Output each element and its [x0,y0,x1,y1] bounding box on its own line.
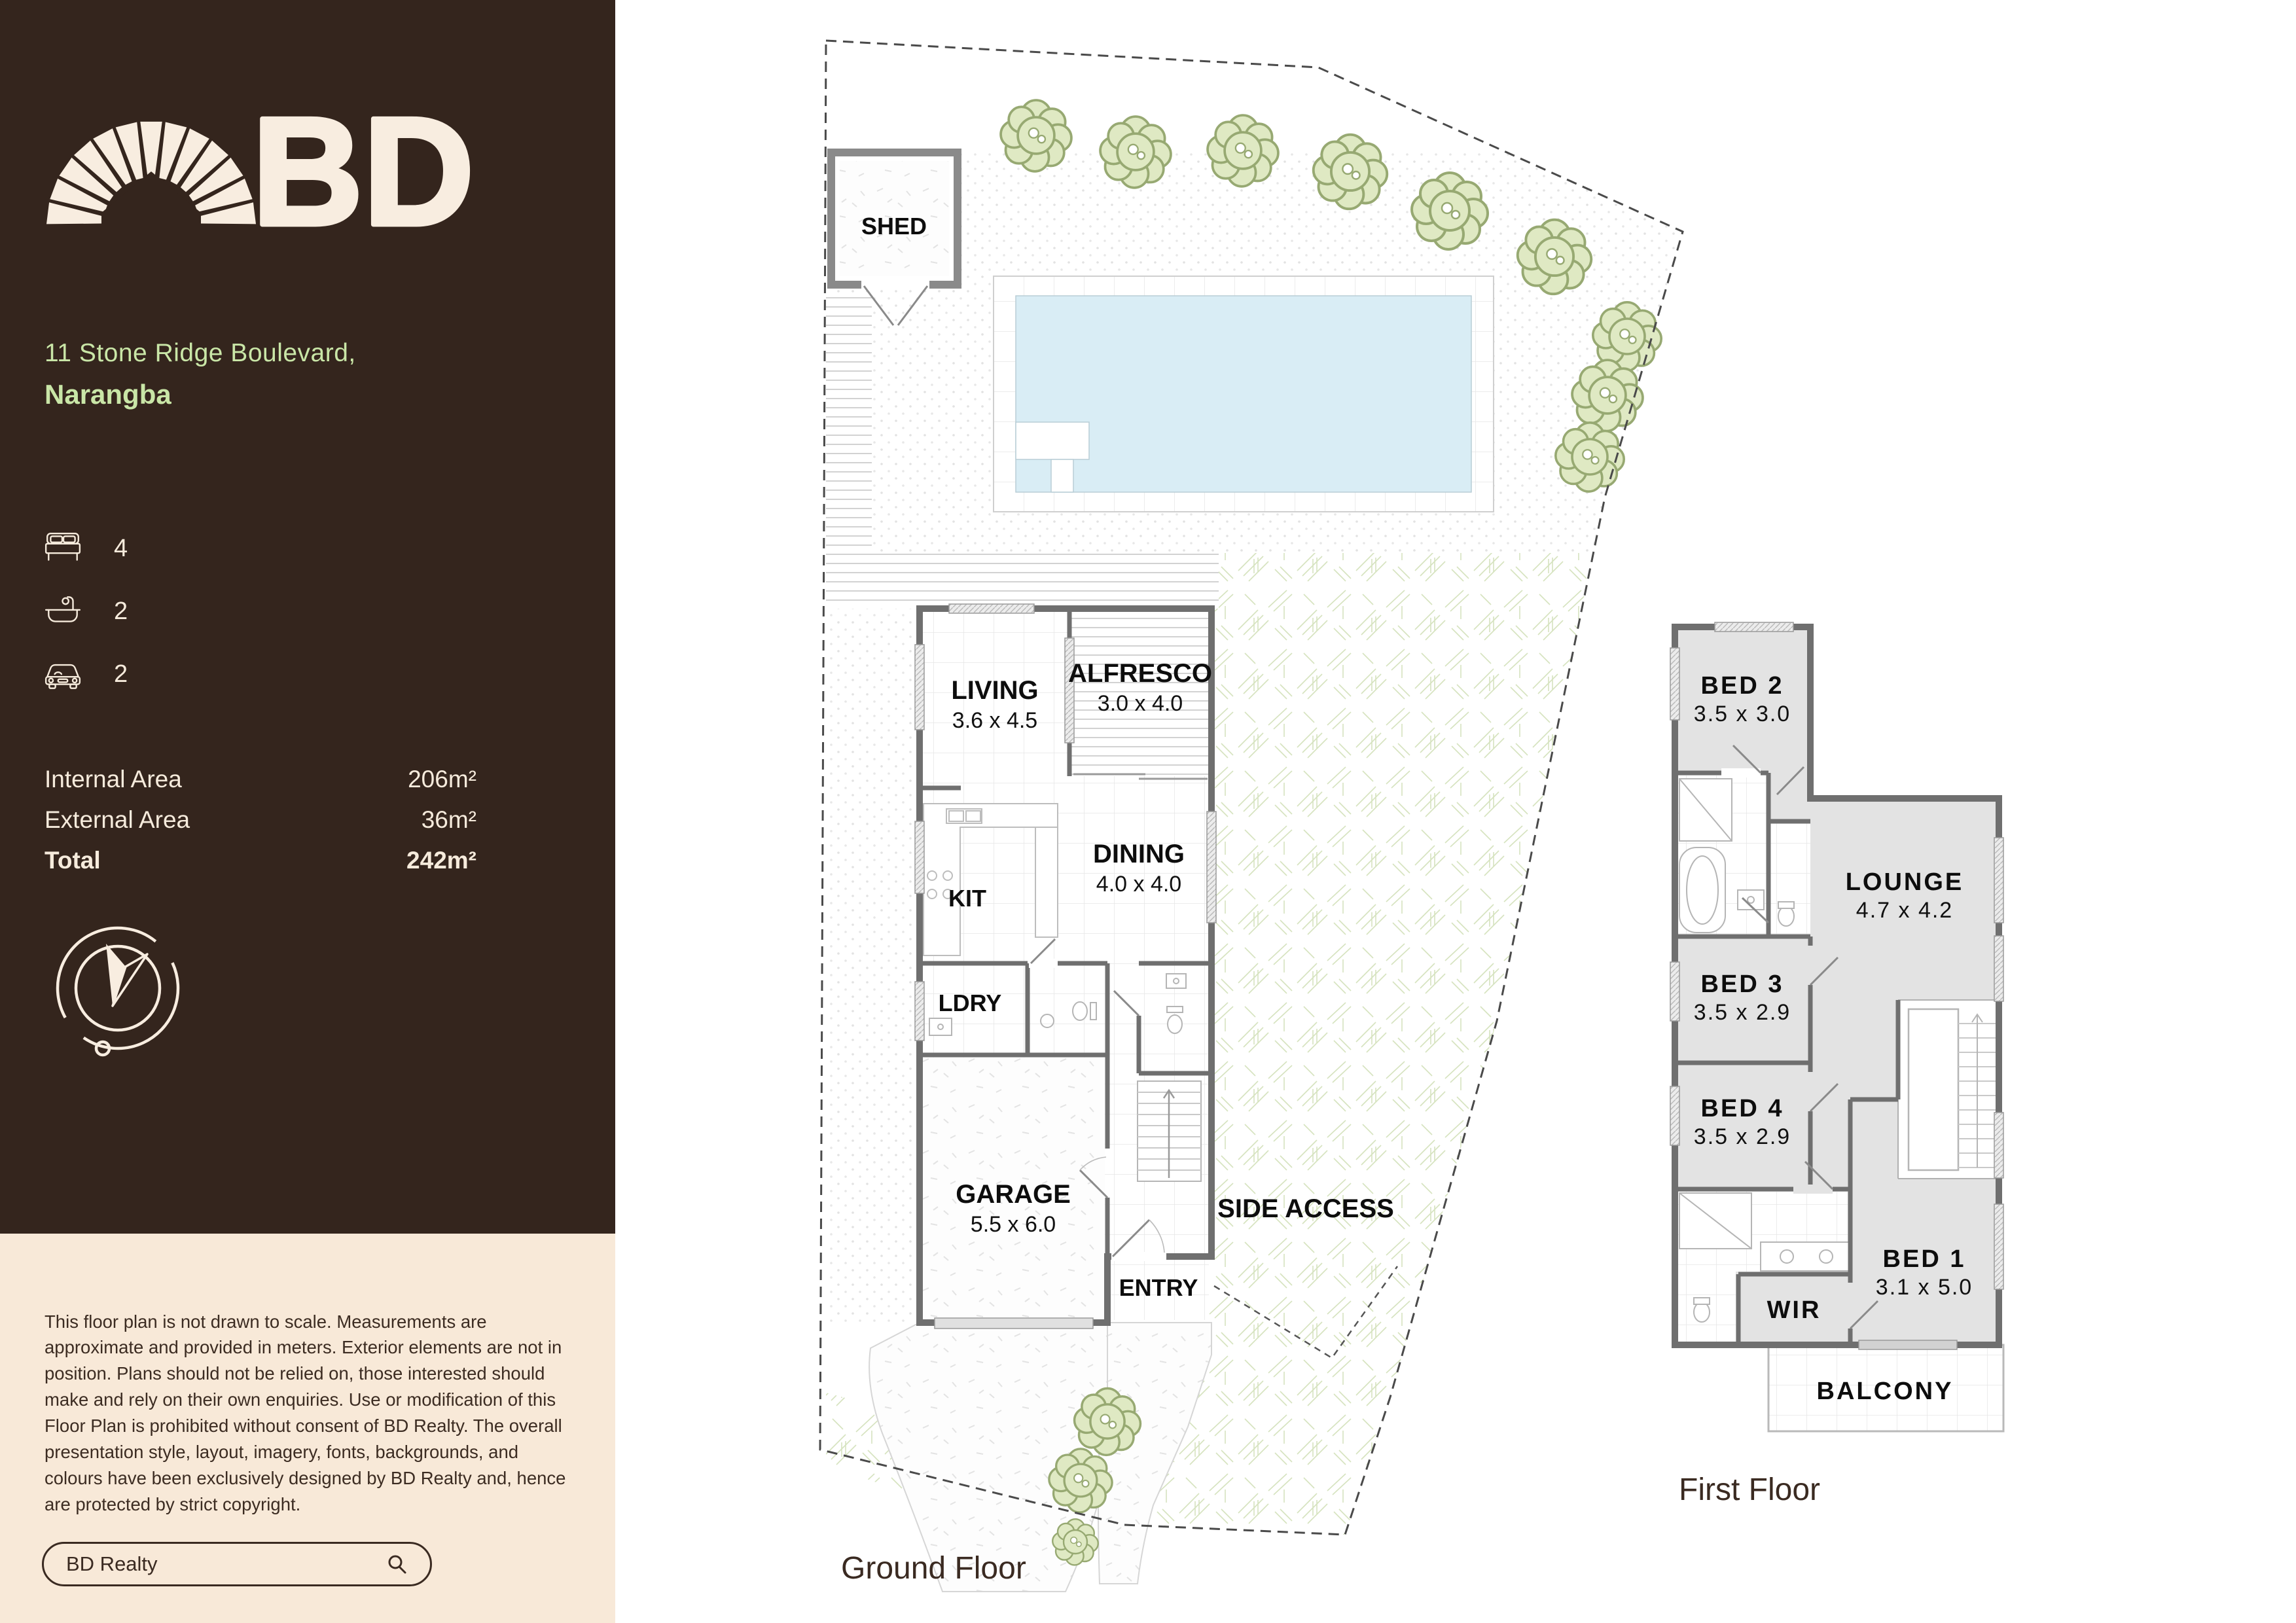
stairs [1137,1080,1202,1182]
lounge-dims: 4.7 x 4.2 [1856,898,1953,923]
alfresco-label: ALFRESCO [1068,659,1212,688]
alfresco-dims: 3.0 x 4.0 [1098,691,1183,716]
first-floor-outer-walls [1672,624,2002,1348]
stairs-void [1897,999,1999,1179]
grass-side-yard [1124,553,1593,1535]
windows [914,603,1217,1041]
sidebar: BD 11 Stone Ridge Boulevard, Narangba 4 [0,0,615,1623]
sidebar-brand-panel: BD 11 Stone Ridge Boulevard, Narangba 4 [0,0,615,1234]
bed-icon [45,533,81,561]
disclaimer-text: This floor plan is not drawn to scale. M… [45,1311,566,1514]
ground-floor-title: Ground Floor [841,1551,1026,1586]
kitchen-bench [923,803,1058,956]
dining-label: DINING [1093,840,1185,868]
internal-area-value: 206m² [408,766,476,793]
cars-count: 2 [114,660,128,688]
external-area-value: 36m² [421,806,476,833]
bed4-dims: 3.5 x 2.9 [1694,1124,1791,1149]
balcony-label: BALCONY [1817,1378,1954,1405]
first-floor-doors [1721,744,1879,1330]
search-value: BD Realty [66,1552,158,1575]
laundry-label: LDRY [939,990,1002,1016]
brand-text: BD [252,85,474,229]
side-gate-line [1213,1266,1399,1359]
stat-baths: 2 [43,580,128,643]
internal-area-label: Internal Area [45,766,182,793]
stat-cars: 2 [43,643,128,705]
total-area-value: 242m² [406,847,476,874]
total-area-row: Total 242m² [45,840,476,881]
car-icon [45,664,81,689]
side-deck [826,296,872,553]
shed: SHED [827,149,961,326]
alfresco-slider [1073,773,1208,780]
living-label: LIVING [951,676,1038,705]
balcony-floor [1767,1344,2005,1433]
bed2-dims: 3.5 x 3.0 [1694,702,1791,726]
first-floor-fixtures [1679,778,1851,1323]
address-line1: 11 Stone Ridge Boulevard, [45,339,356,367]
external-area-row: External Area 36m² [45,800,476,840]
bed3-dims: 3.5 x 2.9 [1694,1000,1791,1025]
alfresco-deck [1069,594,1211,776]
first-floor-title: First Floor [1679,1472,1820,1507]
first-floor-labels: BED 2 3.5 x 3.0 LOUNGE 4.7 x 4.2 BED 3 3… [1694,672,1973,1405]
ground-floor-plan: SHED [819,39,1684,1592]
property-stats: 4 2 [43,517,128,705]
first-floor-windows [1670,622,2004,1350]
shed-label: SHED [861,213,927,240]
stat-beds: 4 [43,517,128,580]
wet-area-fixtures [929,973,1187,1036]
ground-floor-labels: LIVING 3.6 x 4.5 ALFRESCO 3.0 x 4.0 DINI… [939,659,1394,1301]
total-area-label: Total [45,847,101,874]
baths-count: 2 [114,597,128,625]
first-floor-plan: BED 2 3.5 x 3.0 LOUNGE 4.7 x 4.2 BED 3 3… [1670,622,2005,1507]
garage-door [934,1317,1094,1329]
area-summary: Internal Area 206m² External Area 36m² T… [45,759,476,881]
bd-realty-logo: BD [46,83,476,229]
pool [993,276,1494,512]
living-dims: 3.6 x 4.5 [952,708,1037,733]
bed2-label: BED 2 [1701,672,1784,700]
lounge-label: LOUNGE [1846,868,1964,896]
external-area-label: External Area [45,806,190,833]
side-patio [826,609,920,1323]
bed1-dims: 3.1 x 5.0 [1876,1275,1973,1300]
address-line2: Narangba [45,378,171,410]
bed4-label: BED 4 [1701,1095,1784,1122]
ground-floor-house [914,594,1217,1329]
dining-dims: 4.0 x 4.0 [1096,872,1181,897]
sunburst-arch-icon [46,121,256,224]
compass-icon [56,926,180,1057]
search-icon [388,1555,406,1574]
side-access-label: SIDE ACCESS [1217,1194,1394,1223]
house-notch [101,171,201,229]
bath-icon [45,596,81,622]
beds-count: 4 [114,534,128,562]
entry-label: ENTRY [1119,1274,1198,1301]
wir-label: WIR [1767,1296,1821,1324]
search-input[interactable]: BD Realty [42,1542,432,1586]
garage-label: GARAGE [956,1180,1071,1209]
garage-dims: 5.5 x 6.0 [971,1212,1056,1237]
bed1-label: BED 1 [1883,1245,1966,1273]
bed3-label: BED 3 [1701,971,1784,998]
internal-area-row: Internal Area 206m² [45,759,476,800]
doors [1029,938,1166,1261]
property-address: 11 Stone Ridge Boulevard, Narangba [45,337,356,412]
garage-floor [922,1058,1105,1320]
kitchen-label: KIT [948,885,986,912]
